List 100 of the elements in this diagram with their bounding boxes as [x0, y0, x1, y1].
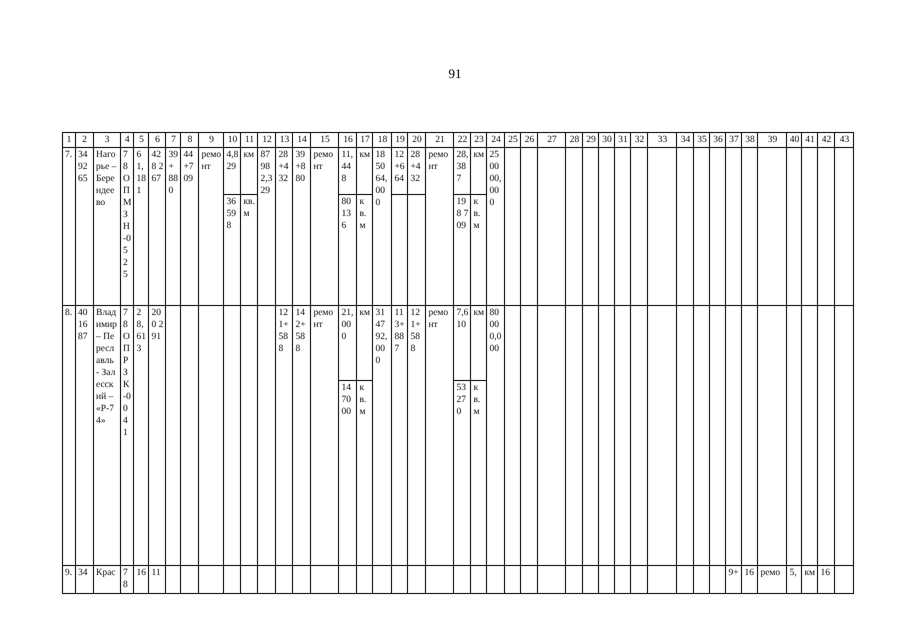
- column-number: 13: [276, 132, 293, 148]
- column-number: 38: [742, 132, 758, 148]
- column-number: 32: [630, 132, 648, 148]
- column-number: 18: [372, 132, 392, 148]
- table-cell: ремонт: [426, 148, 454, 306]
- column-number: 35: [694, 132, 710, 148]
- column-number: 2: [76, 132, 94, 148]
- table-cell: 53 270: [454, 380, 471, 566]
- table-cell: 28,613: [134, 306, 149, 566]
- column-number: 31: [614, 132, 631, 148]
- column-number: 41: [802, 132, 818, 148]
- table-cell: 198 709: [454, 194, 471, 306]
- table-cell: км: [356, 148, 373, 194]
- table-cell: 142+588: [292, 306, 311, 566]
- table-cell: 34: [76, 566, 94, 594]
- table-cell: 9+: [726, 566, 742, 594]
- column-number: 29: [582, 132, 599, 148]
- table-cell: 61,181: [134, 148, 149, 306]
- column-number: 37: [726, 132, 742, 148]
- table-cell: 21,000: [338, 306, 357, 380]
- table-cell: 5,: [786, 566, 802, 594]
- column-number: 43: [834, 132, 854, 148]
- table-cell: 16: [818, 566, 835, 594]
- column-number: 23: [470, 132, 487, 148]
- column-number: 22: [454, 132, 471, 148]
- table-cell: 250000,000: [486, 148, 505, 306]
- table-cell: 9.: [62, 566, 76, 594]
- column-number: 19: [392, 132, 408, 148]
- column-number: 33: [648, 132, 677, 148]
- table-cell: 36 598: [224, 194, 241, 306]
- table-cell: 78 ОП МЗ Н-0525: [120, 148, 134, 306]
- table-cell: Нагорье – Берендеево: [94, 148, 120, 306]
- column-number: 42: [818, 132, 835, 148]
- table-cell: 349265: [76, 148, 94, 306]
- table-cell: ремонт: [426, 306, 454, 566]
- table-cell: 16: [742, 566, 758, 594]
- column-number: 17: [356, 132, 373, 148]
- column-number: 9: [198, 132, 224, 148]
- table-cell: км: [802, 566, 818, 594]
- table-cell: 80136: [338, 194, 357, 306]
- table-cell: 16: [134, 566, 149, 594]
- table-cell: 78: [120, 566, 134, 594]
- table-cell: 11: [148, 566, 166, 594]
- table-cell: 121+588: [408, 306, 426, 566]
- column-number: 6: [148, 132, 166, 148]
- table-cell: ремонт: [198, 148, 224, 306]
- column-number: 40: [786, 132, 802, 148]
- table-cell: 200 291: [148, 306, 166, 566]
- table-cell: 87982,329: [258, 148, 276, 306]
- column-number: 20: [408, 132, 426, 148]
- table-cell: ремонт: [310, 148, 339, 306]
- table-cell: 28,387: [454, 148, 471, 194]
- table-cell: 44+709: [180, 148, 199, 306]
- column-number: 11: [240, 132, 258, 148]
- column-number: 14: [292, 132, 311, 148]
- column-number: 26: [520, 132, 538, 148]
- table-cell: ремонт: [310, 306, 339, 566]
- table-cell: 428 267: [148, 148, 166, 306]
- column-number: 36: [710, 132, 726, 148]
- column-number: 3: [94, 132, 120, 148]
- column-number: 8: [180, 132, 199, 148]
- table-cell: 80000,000: [486, 306, 505, 566]
- table-cell: 121+588: [276, 306, 293, 566]
- column-number: 25: [504, 132, 521, 148]
- table-cell: Владимир – Переславль - Залесский – «Р-74»: [94, 306, 120, 566]
- table-cell: 8.: [62, 306, 76, 566]
- table-cell: 7.: [62, 148, 76, 306]
- column-number: 28: [566, 132, 583, 148]
- table-cell: 28+432: [276, 148, 293, 306]
- table-cell: 78 ОП РЗ К-0041: [120, 306, 134, 566]
- column-number: 39: [758, 132, 787, 148]
- table-cell: 401687: [76, 306, 94, 566]
- column-number: 21: [426, 132, 454, 148]
- table-cell: 39+880: [292, 148, 311, 306]
- column-number: 7: [166, 132, 181, 148]
- table-cell: 113+887: [392, 306, 408, 566]
- column-number: 34: [676, 132, 694, 148]
- column-number: 10: [224, 132, 241, 148]
- column-number: 1: [62, 132, 76, 148]
- column-number: 16: [338, 132, 357, 148]
- table-cell: 39+880: [166, 148, 181, 306]
- table-cell: 147000: [338, 380, 357, 566]
- table-cell: км: [240, 148, 258, 194]
- table-cell: Крас: [94, 566, 120, 594]
- table-cell: 4,829: [224, 148, 241, 194]
- table-cell: 314792,000: [372, 306, 392, 566]
- table-cell: км: [470, 306, 487, 380]
- page-number: 91: [448, 66, 462, 82]
- table-cell: ремо: [758, 566, 787, 594]
- table-cell: км: [470, 148, 487, 194]
- table-cell: 28+432: [408, 148, 426, 194]
- column-number: 15: [310, 132, 339, 148]
- table-cell: 185064,000: [372, 148, 392, 306]
- table-cell: км: [356, 306, 373, 380]
- table-cell: 12+664: [392, 148, 408, 194]
- column-number: 12: [258, 132, 276, 148]
- column-number: 30: [598, 132, 615, 148]
- column-number: 27: [538, 132, 566, 148]
- column-number: 24: [486, 132, 505, 148]
- table-cell: 11,448: [338, 148, 357, 194]
